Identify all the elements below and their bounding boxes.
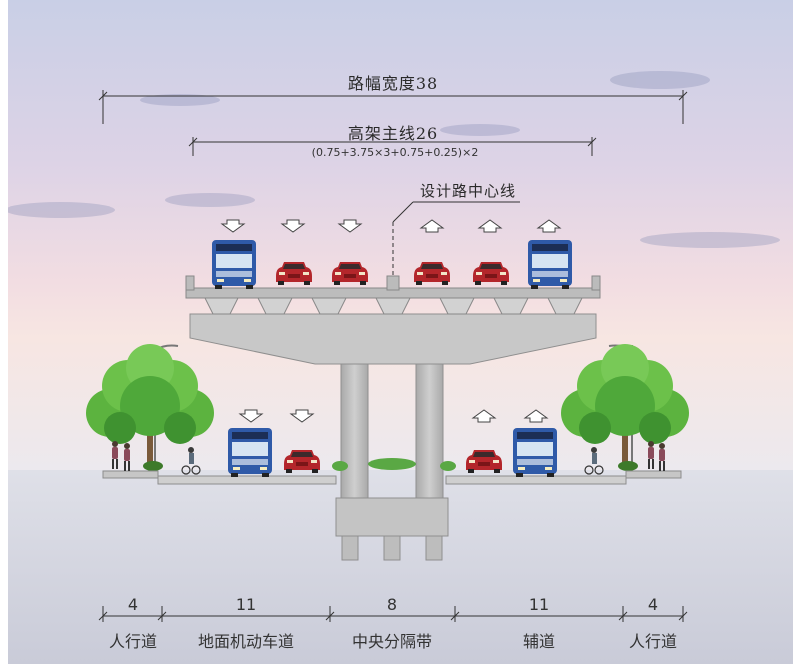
elevated-main-label: 高架主线26	[347, 124, 439, 143]
elevated-width-dimension	[188, 137, 597, 156]
bus-icon	[513, 428, 557, 477]
segment-width: 11	[235, 595, 257, 614]
median-hedge	[332, 458, 456, 471]
segment-width: 11	[528, 595, 550, 614]
bridge-pier	[335, 363, 449, 561]
total-width-label: 路幅宽度38	[347, 74, 439, 93]
clouds	[5, 71, 780, 248]
elevated-formula-label: (0.75+3.75×3+0.75+0.25)×2	[311, 146, 479, 159]
segment-width: 4	[647, 595, 659, 614]
total-width-dimension	[98, 90, 688, 124]
bus-icon	[212, 240, 256, 289]
segment-width: 4	[127, 595, 139, 614]
segment-name: 辅道	[522, 632, 556, 651]
segment-width: 8	[386, 595, 398, 614]
ground-road-deck	[102, 470, 682, 485]
bus-icon	[528, 240, 572, 289]
segment-name: 人行道	[628, 632, 678, 651]
segment-name: 地面机动车道	[197, 632, 295, 651]
centerline-label: 设计路中心线	[419, 182, 517, 200]
segment-dimension-line	[98, 606, 688, 622]
segment-name: 中央分隔带	[351, 632, 433, 651]
segment-name: 人行道	[108, 632, 158, 651]
elevated-bridge	[185, 275, 601, 365]
bus-icon	[228, 428, 272, 477]
